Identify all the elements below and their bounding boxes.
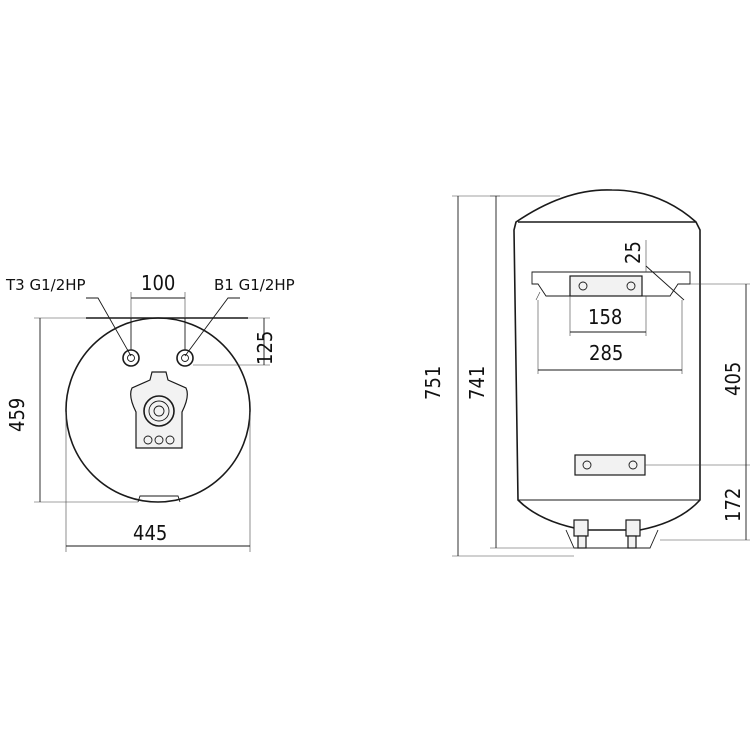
svg-text:285: 285: [589, 341, 623, 365]
side-view: 25 158 285 751 741: [421, 189, 750, 557]
indicator-light-center: [154, 435, 164, 445]
svg-text:459: 459: [5, 398, 29, 432]
bottom-mounting-bracket: [574, 454, 646, 476]
dim-pipe-drop: 125: [193, 317, 277, 366]
pipe-connector-right: [176, 349, 194, 367]
svg-text:405: 405: [721, 362, 745, 396]
label-leader-right: [184, 297, 240, 357]
front-view: T3 G1/2HP B1 G1/2HP 100 125 459: [5, 271, 295, 552]
dim-pipe-spacing: 100: [130, 271, 186, 318]
tank-body: [513, 189, 701, 531]
dim-total-height: 751: [421, 195, 574, 557]
dim-front-height: 459: [5, 317, 138, 503]
label-t3: T3 G1/2HP: [5, 276, 86, 294]
indicator-light-right: [165, 435, 175, 445]
dim-bracket-height: 405: [645, 283, 750, 466]
svg-text:125: 125: [253, 331, 277, 365]
svg-text:172: 172: [721, 488, 745, 522]
svg-text:741: 741: [465, 366, 489, 400]
svg-text:25: 25: [621, 241, 645, 264]
svg-text:100: 100: [141, 271, 175, 295]
top-mounting-bracket: [531, 271, 691, 301]
dim-inner-bracket: 158: [569, 296, 647, 336]
bottom-foot: [137, 495, 181, 503]
dim-bracket-offset: 25: [621, 240, 685, 301]
indicator-light-left: [143, 435, 153, 445]
label-b1: B1 G1/2HP: [214, 276, 295, 294]
svg-text:158: 158: [588, 305, 622, 329]
thermostat-knob: [143, 395, 175, 427]
dim-outer-bracket: 285: [537, 300, 683, 374]
svg-text:751: 751: [421, 366, 445, 400]
dim-front-width: 445: [65, 412, 251, 552]
label-leader-left: [86, 297, 132, 357]
tank-end-circle: [65, 317, 251, 503]
svg-text:445: 445: [133, 521, 167, 545]
bottom-connections: [565, 519, 659, 549]
dim-body-height: 741: [465, 195, 574, 549]
control-panel: [130, 371, 188, 449]
pipe-connector-left: [122, 349, 140, 367]
dim-bottom: 172: [660, 465, 750, 541]
